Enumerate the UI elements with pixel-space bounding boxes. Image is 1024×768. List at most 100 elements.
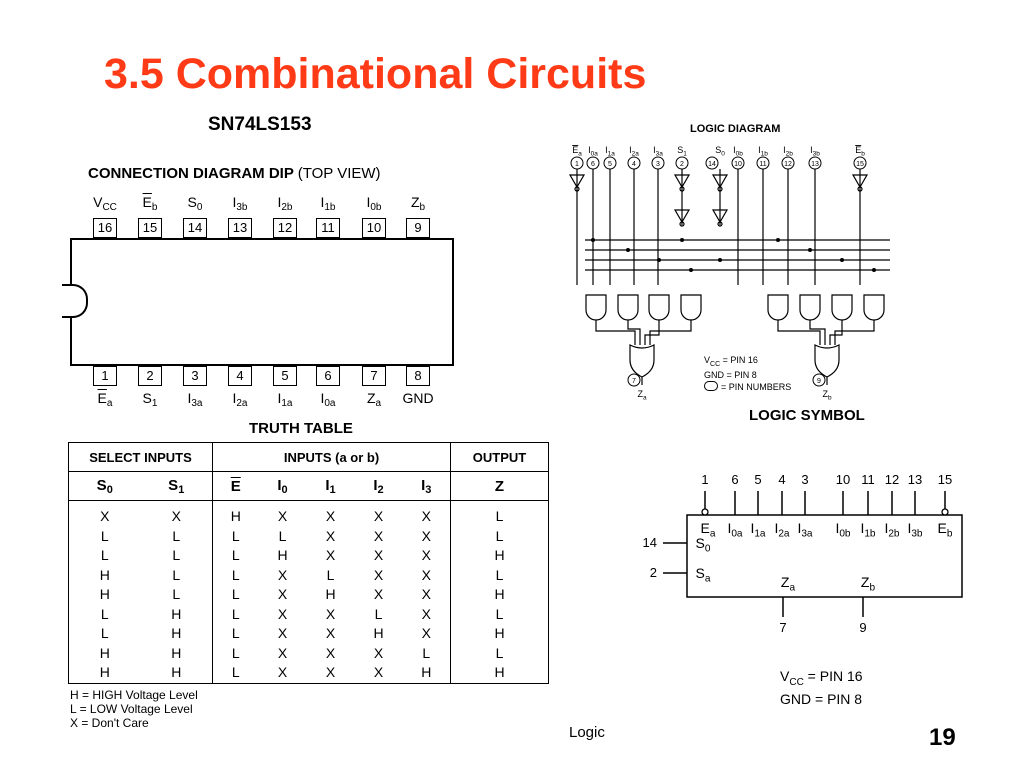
table-cell: H [68,663,141,684]
dip-bottom-pin-7: 7 [362,366,386,386]
dip-body [70,238,454,366]
table-cell: X [325,547,336,563]
dip-bottom-pin-8: 8 [406,366,430,386]
dip-bottom-pin-1: 1 [93,366,117,386]
column-header-2: E [212,471,259,501]
table-cell: X [402,624,451,644]
table-cell: L [68,526,141,546]
logic-out-label-b: Zb [822,389,832,401]
logic-pin-label-2: I1a [605,145,615,157]
table-cell: X [373,644,384,661]
sym-note-vcc-pin: = PIN 16 [803,668,863,684]
symbol-top-pin-4: 4 [778,472,785,487]
table-cell: X [373,586,384,602]
table-cell: H [373,625,384,641]
column-header-4: I1 [306,471,355,501]
table-cell: X [402,565,451,585]
logic-diagram-junctions [591,238,876,272]
sym-note-vcc-sub: CC [789,676,804,688]
table-cell: H [450,546,549,566]
table-cell: L [68,546,141,566]
table-cell: L [231,644,240,661]
table-cell: X [325,644,336,661]
dip-top-pin-15: 15 [138,218,162,238]
symbol-top-label-3: I2a [774,520,789,540]
logic-pin-number-4: 4 [632,161,636,168]
logic-out-label-a: Za [637,389,647,401]
legend-low: L = LOW Voltage Level [70,702,193,716]
table-cell: H [140,624,213,644]
logic-pin-label-8: I1b [758,145,768,157]
wire-and4 [649,320,692,345]
symbol-top-label-2: I1a [750,520,765,540]
symbol-top-label-0: Ea [701,520,716,540]
sym-note-gnd: GND = PIN 8 [780,690,863,707]
table-cell: H [68,585,141,605]
table-cell: H [68,565,141,585]
table-cell: L [450,643,549,663]
group-select-inputs: SELECT INPUTS [68,442,213,472]
dip-bottom-pin-5: 5 [273,366,297,386]
table-cell: X [140,500,213,527]
dip-bottom-pin-label-4: I2a [232,390,248,409]
logic-pin-number-5: 5 [608,161,612,168]
wire-and6 [809,320,826,345]
symbol-top-pin-5: 5 [754,472,761,487]
dip-top-pin-13: 13 [228,218,252,238]
table-cell: L [231,547,240,563]
table-cell: X [325,527,336,544]
table-cell: L [140,565,213,585]
table-cell: L [326,566,335,583]
dip-top-pin-16: 16 [93,218,117,238]
symbol-top-label-5: I0b [835,520,850,540]
table-cell: L [68,624,141,644]
logic-pin-number-3: 3 [656,161,660,168]
table-cell: X [373,547,384,563]
symbol-enable-bubble-1 [701,508,709,516]
table-cell: H [140,643,213,663]
symbol-top-label-9: Eb [938,520,953,540]
dip-top-pin-label-9: Zb [410,194,426,213]
page-number: 19 [929,724,956,751]
symbol-bottom-pin-9: 9 [859,620,866,635]
dip-top-pin-label-14: S0 [187,194,203,213]
symbol-bottom-pin-7: 7 [779,620,786,635]
logic-pin-label-4: I3a [653,145,663,157]
dip-top-pin-label-16: VCC [93,194,117,213]
symbol-top-label-6: I1b [860,520,875,540]
symbol-left-label-2: Sa [696,565,711,585]
logic-out-pin-b: 9 [817,378,821,385]
dip-bottom-pin-label-7: Za [366,390,382,409]
dip-bottom-pin-label-6: I0a [320,390,336,409]
table-cell: H [325,586,336,602]
logic-diagram-notes: VCC = PIN 16 GND = PIN 8 = PIN NUMBERS [704,355,791,393]
logic-out-pin-a: 7 [632,378,636,385]
connection-diagram-title: CONNECTION DIAGRAM DIP (TOP VIEW) [88,165,381,182]
table-cell: L [231,605,240,622]
truth-table-title: TRUTH TABLE [249,420,353,437]
dip-bottom-pin-label-5: I1a [277,390,293,409]
table-cell: L [450,500,549,527]
dip-top-pin-label-13: I3b [232,194,248,213]
logic-pin-circle-14 [705,156,719,170]
table-cell: L [374,605,383,622]
table-cell: X [258,663,307,684]
table-cell: X [402,585,451,605]
table-cell: X [68,500,141,527]
table-cell: X [306,663,355,684]
column-header-3: I0 [258,471,307,501]
table-cell: H [230,508,241,524]
table-cell: X [373,566,384,583]
table-cell: X [402,604,451,624]
symbol-top-label-7: I2b [884,520,899,540]
note-pin-numbers: = PIN NUMBERS [721,381,792,392]
dip-top-pin-label-11: I1b [320,194,336,213]
wire-and8 [834,320,875,345]
